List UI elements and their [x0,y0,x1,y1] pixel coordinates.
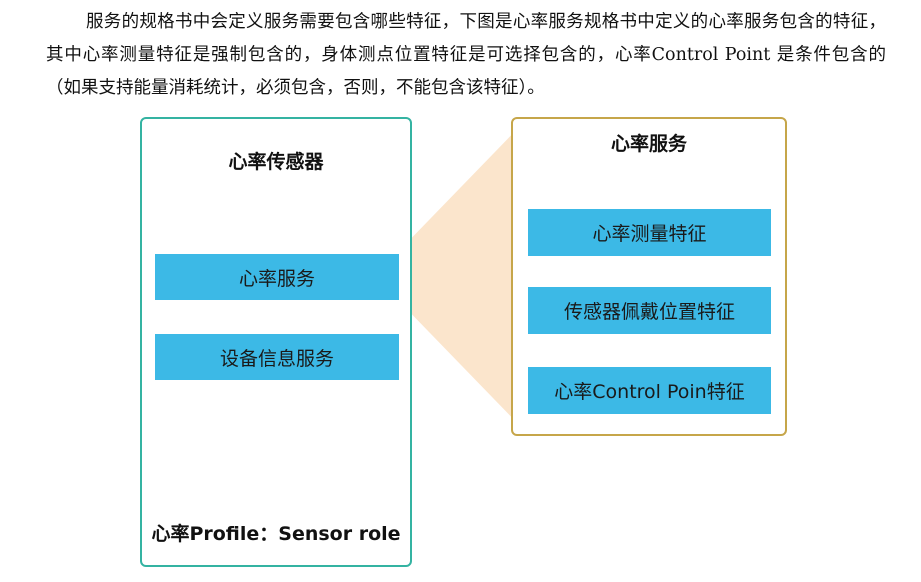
sensor-box-title: 心率传感器 [228,151,324,173]
heart-rate-sensor-box: 心率传感器 心率服务 设备信息服务 心率Profile：Sensor role [140,117,412,567]
device-info-service-block: 设备信息服务 [155,334,399,380]
heart-rate-service-block: 心率服务 [155,254,399,300]
profile-label: 心率Profile：Sensor role [151,523,401,545]
service-box-title: 心率服务 [610,133,687,155]
control-point-feature-block: 心率Control Poin特征 [528,367,771,414]
heart-rate-service-box: 心率服务 心率测量特征 传感器佩戴位置特征 心率Control Poin特征 [511,117,787,436]
measurement-feature-block: 心率测量特征 [528,209,771,256]
intro-paragraph: 服务的规格书中会定义服务需要包含哪些特征，下图是心率服务规格书中定义的心率服务包… [46,12,886,98]
body-location-feature-block: 传感器佩戴位置特征 [528,287,771,334]
zoom-connector-shape [398,122,524,430]
